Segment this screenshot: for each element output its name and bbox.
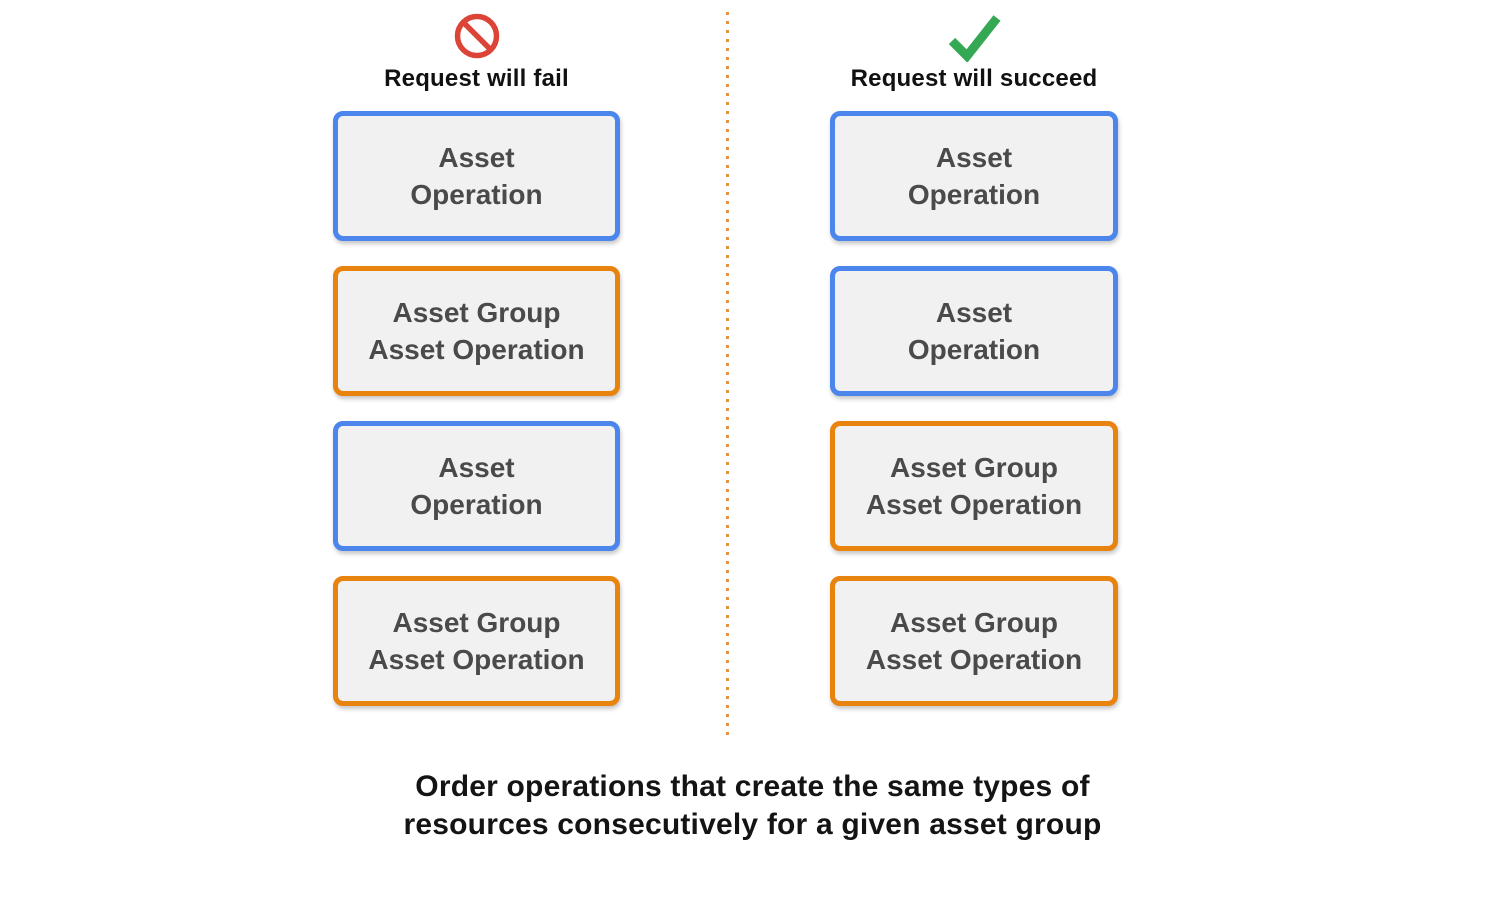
fail-header-label: Request will fail [384, 65, 569, 92]
checkmark-icon [945, 12, 1003, 65]
asset-operation-box: Asset Operation [333, 421, 620, 551]
asset-group-asset-operation-box: Asset Group Asset Operation [830, 421, 1118, 551]
asset-group-asset-operation-box: Asset Group Asset Operation [333, 266, 620, 396]
box-label: Asset Group Asset Operation [865, 452, 1083, 520]
asset-operation-box: Asset Operation [830, 266, 1118, 396]
box-label: Asset Operation [410, 452, 543, 520]
box-label: Asset Group Asset Operation [368, 297, 585, 365]
asset-group-asset-operation-box: Asset Group Asset Operation [830, 576, 1118, 706]
box-label: Asset Operation [907, 142, 1041, 210]
prohibited-icon-slash [460, 20, 493, 52]
box-label: Asset Operation [410, 142, 543, 210]
box-label: Asset Group Asset Operation [368, 607, 585, 675]
prohibited-icon-circle [454, 13, 499, 59]
prohibited-icon [453, 12, 501, 65]
asset-operation-box: Asset Operation [830, 111, 1118, 241]
checkmark-icon-path [948, 15, 1001, 62]
fail-column: Request will fail Asset Operation Asset … [333, 12, 620, 731]
diagram-caption: Order operations that create the same ty… [403, 770, 1102, 841]
box-label: Asset Group Asset Operation [865, 607, 1083, 675]
column-divider [726, 12, 729, 738]
succeed-column: Request will succeed Asset Operation Ass… [830, 12, 1118, 731]
asset-group-asset-operation-box: Asset Group Asset Operation [333, 576, 620, 706]
succeed-header-label: Request will succeed [850, 65, 1098, 92]
box-label: Asset Operation [907, 297, 1041, 365]
asset-operation-box: Asset Operation [333, 111, 620, 241]
